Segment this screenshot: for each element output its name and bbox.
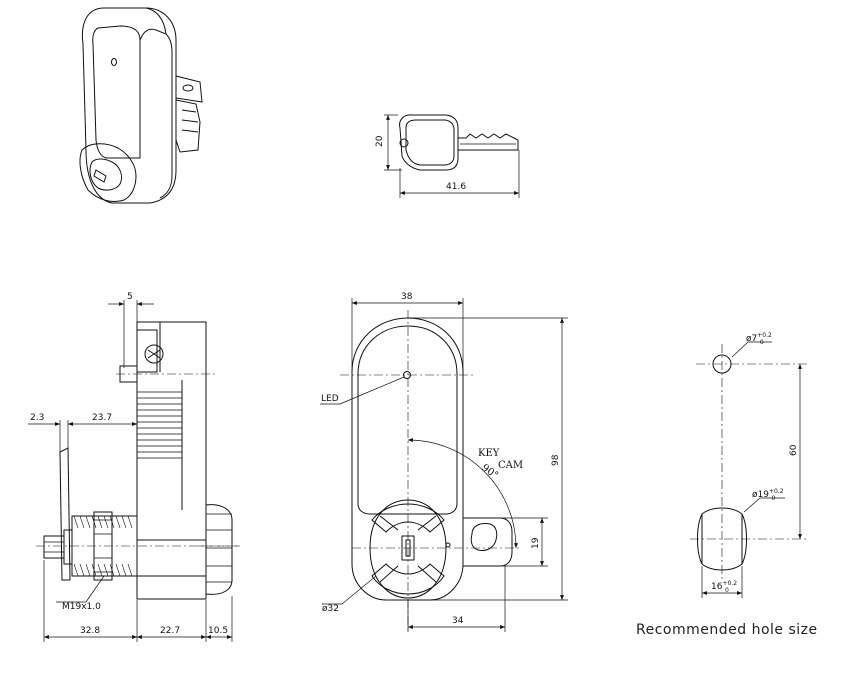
- large-hole-tol-upper: +0.2: [769, 488, 784, 495]
- hole-spacing-dim: 60: [789, 444, 799, 456]
- key-height-dim: 20: [375, 135, 385, 147]
- cam-width-dim: 19: [531, 537, 541, 549]
- offset-dim: 5: [127, 292, 133, 302]
- small-hole-tol-lower: 0: [760, 339, 764, 346]
- hole-size-caption: Recommended hole size: [636, 622, 818, 638]
- small-hole-value: ø7: [746, 334, 757, 344]
- isometric-lock-view: [79, 7, 203, 204]
- cam-offset-dim: 34: [452, 616, 464, 626]
- flat-tol-upper: +0.2: [722, 580, 737, 587]
- large-hole-value: ø19: [752, 490, 769, 500]
- svg-text:JIT: JIT: [423, 138, 451, 154]
- key-view: JIT 20 41.6: [375, 114, 520, 198]
- flat-tol-lower: 0: [725, 587, 729, 594]
- cam-label: CAM: [498, 460, 523, 471]
- bottom-dim-3: 10.5: [208, 626, 228, 636]
- front-view: KEY 90° CAM LED 38 98 19 34 ø32: [320, 292, 568, 632]
- thread-spec-label: M19x1.0: [62, 602, 101, 612]
- side-section-view: 5 2.3 23.7 M19x1.0 32.8 22.7 10.5: [28, 292, 240, 642]
- handle-diameter-dim: ø32: [322, 604, 339, 614]
- key-label: KEY: [478, 448, 500, 459]
- key-length-dim: 41.6: [446, 182, 466, 192]
- plate-thickness-dim: 2.3: [30, 413, 44, 423]
- bottom-dim-2: 22.7: [160, 626, 180, 636]
- angle-label: 90°: [479, 462, 500, 481]
- led-label: LED: [321, 394, 339, 404]
- front-height-dim: 98: [551, 454, 561, 466]
- flat-width-value: 16: [711, 582, 723, 592]
- small-hole-tol-upper: +0.2: [757, 332, 772, 339]
- front-width-dim: 38: [401, 292, 413, 302]
- bottom-dim-1: 32.8: [80, 626, 100, 636]
- cam-to-body-dim: 23.7: [92, 413, 112, 423]
- large-hole-tol-lower: 0: [772, 495, 776, 502]
